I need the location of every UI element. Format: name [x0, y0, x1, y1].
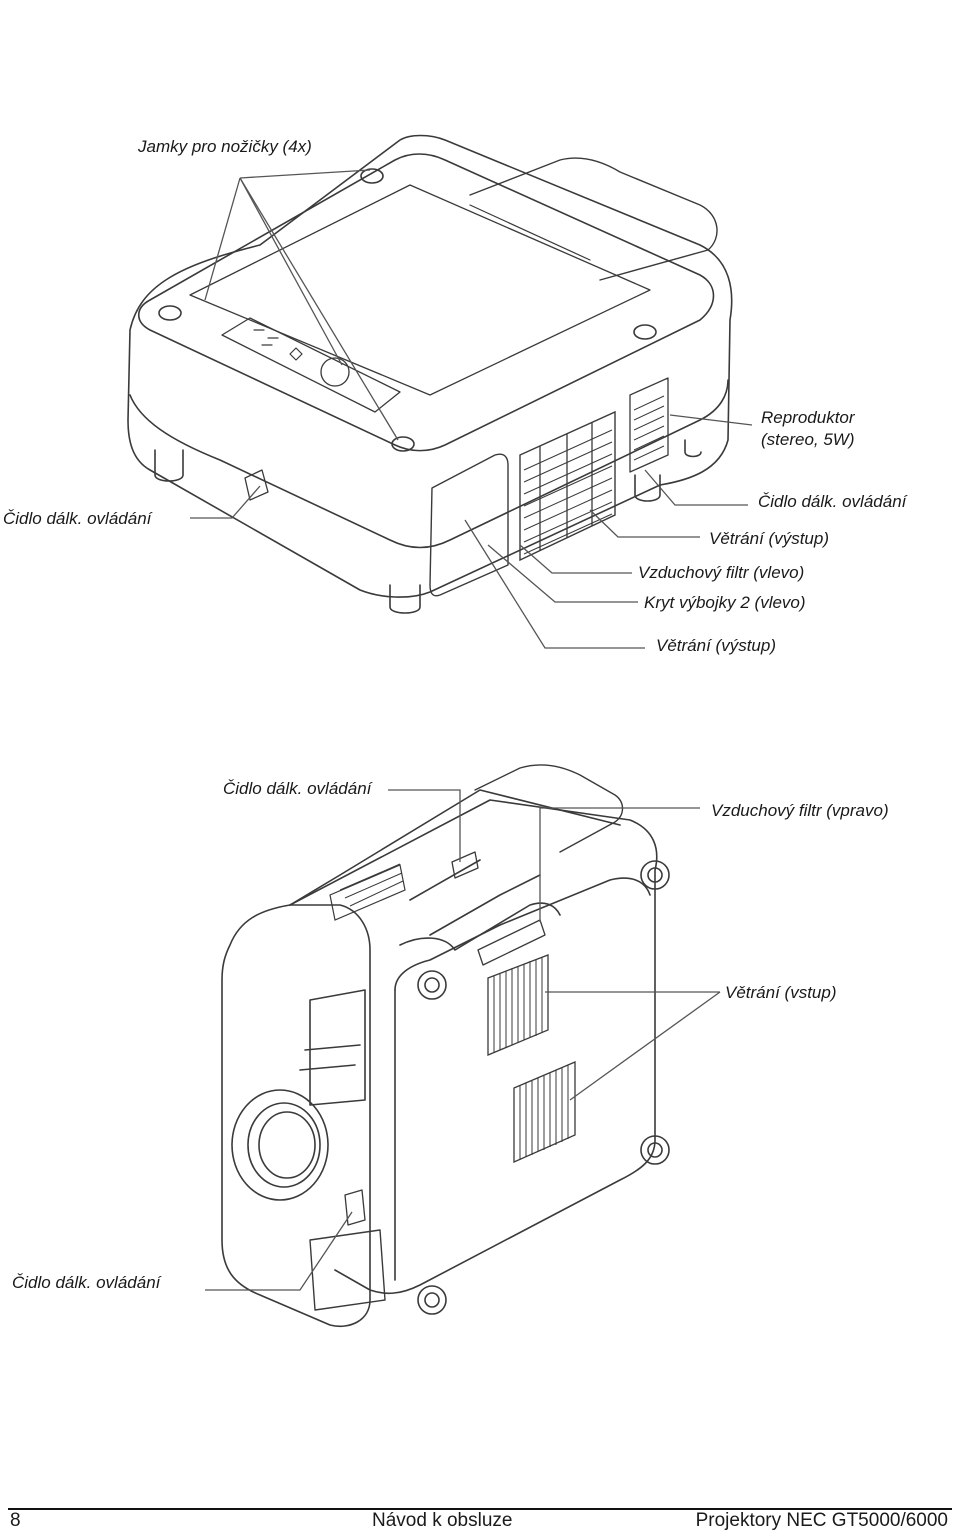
vent-intake-label: Větrání (vstup) [725, 983, 837, 1002]
air-filter-left-label: Vzduchový filtr (vlevo) [638, 563, 805, 582]
projector-top-view-illustration [0, 0, 960, 700]
remote-sensor-right-label: Čidlo dálk. ovládání [758, 492, 907, 511]
speaker-label-line2: (stereo, 5W) [761, 430, 855, 449]
vent-exhaust-label-1: Větrání (výstup) [709, 529, 829, 548]
page-number: 8 [10, 1510, 21, 1531]
remote-sensor-left-label: Čidlo dálk. ovládání [3, 509, 152, 528]
speaker-label-line1: Reproduktor [761, 408, 855, 427]
lamp-cover-2-label: Kryt výbojky 2 (vlevo) [644, 593, 806, 612]
product-name: Projektory NEC GT5000/6000 [695, 1510, 948, 1531]
remote-sensor-bottom-label: Čidlo dálk. ovládání [12, 1273, 161, 1292]
vent-exhaust-label-2: Větrání (výstup) [656, 636, 776, 655]
remote-sensor-top-label: Čidlo dálk. ovládání [223, 779, 372, 798]
manual-title: Návod k obsluze [372, 1510, 513, 1531]
projector-bottom-view-illustration [0, 0, 960, 1340]
air-filter-right-label: Vzduchový filtr (vpravo) [711, 801, 889, 820]
footer-rule [8, 1508, 952, 1510]
feet-sockets-label: Jamky pro nožičky (4x) [138, 137, 312, 156]
